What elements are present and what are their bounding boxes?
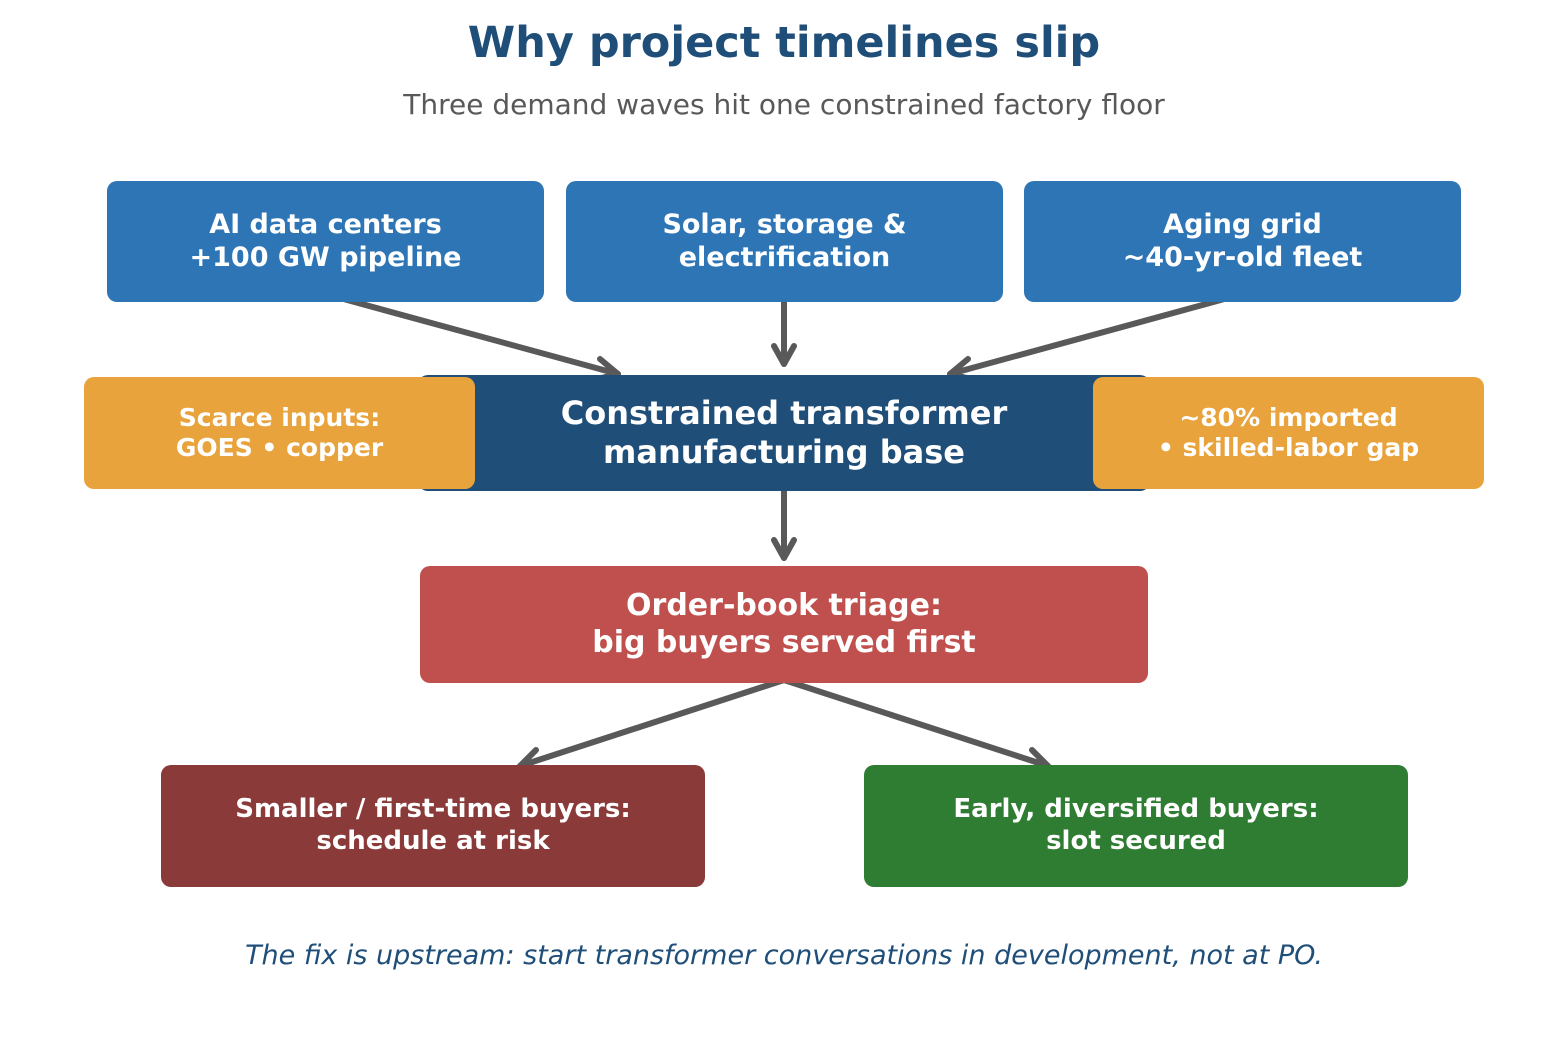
arrow-core-to-triage-head [771, 537, 797, 561]
driver-grid-line2: ~40-yr-old fleet [1122, 241, 1363, 273]
constraint-scarce-inputs: Scarce inputs: GOES • copper [84, 377, 475, 489]
constraint-right-line1: ~80% imported [1179, 402, 1398, 432]
outcome-secure-line2: slot secured [1046, 826, 1226, 856]
constraint-right-line2: • skilled-labor gap [1157, 433, 1420, 462]
driver-solar-line2: electrification [678, 241, 891, 273]
outcome-secure-line1: Early, diversified buyers: [953, 794, 1319, 825]
arrow-solar-to-core-head [771, 343, 797, 367]
order-book-triage: Order-book triage: big buyers served fir… [420, 566, 1148, 683]
page-title: Why project timelines slip [467, 18, 1101, 68]
arrow-triage-to-secure [781, 677, 1051, 769]
driver-solar-line1: Solar, storage & [662, 208, 907, 240]
constraint-left-line1: Scarce inputs: [178, 402, 381, 432]
driver-ai-line2: +100 GW pipeline [189, 241, 462, 273]
arrow-ai-to-core [337, 295, 621, 377]
driver-ai-line1: AI data centers [209, 208, 442, 240]
outcome-risk-line2: schedule at risk [316, 826, 550, 856]
arrow-triage-to-risk [517, 677, 787, 769]
core-manufacturing-base: Constrained transformer manufacturing ba… [418, 375, 1150, 491]
footer-takeaway: The fix is upstream: start transformer c… [245, 940, 1323, 971]
driver-ai-data-centers: AI data centers +100 GW pipeline [107, 181, 544, 302]
triage-line2: big buyers served first [592, 624, 976, 660]
driver-solar-storage: Solar, storage & electrification [566, 181, 1003, 302]
page-subtitle: Three demand waves hit one constrained f… [403, 88, 1165, 121]
outcome-schedule-at-risk: Smaller / first-time buyers: schedule at… [161, 765, 705, 887]
triage-line1: Order-book triage: [626, 587, 942, 623]
core-line1: Constrained transformer [560, 393, 1008, 432]
driver-grid-line1: Aging grid [1163, 208, 1322, 240]
constraint-left-line2: GOES • copper [175, 433, 384, 462]
outcome-risk-line1: Smaller / first-time buyers: [235, 794, 631, 825]
constraint-imports-labor: ~80% imported • skilled-labor gap [1093, 377, 1484, 489]
core-line2: manufacturing base [603, 433, 965, 471]
driver-aging-grid: Aging grid ~40-yr-old fleet [1024, 181, 1461, 302]
arrow-grid-to-core [947, 295, 1231, 377]
outcome-slot-secured: Early, diversified buyers: slot secured [864, 765, 1408, 887]
